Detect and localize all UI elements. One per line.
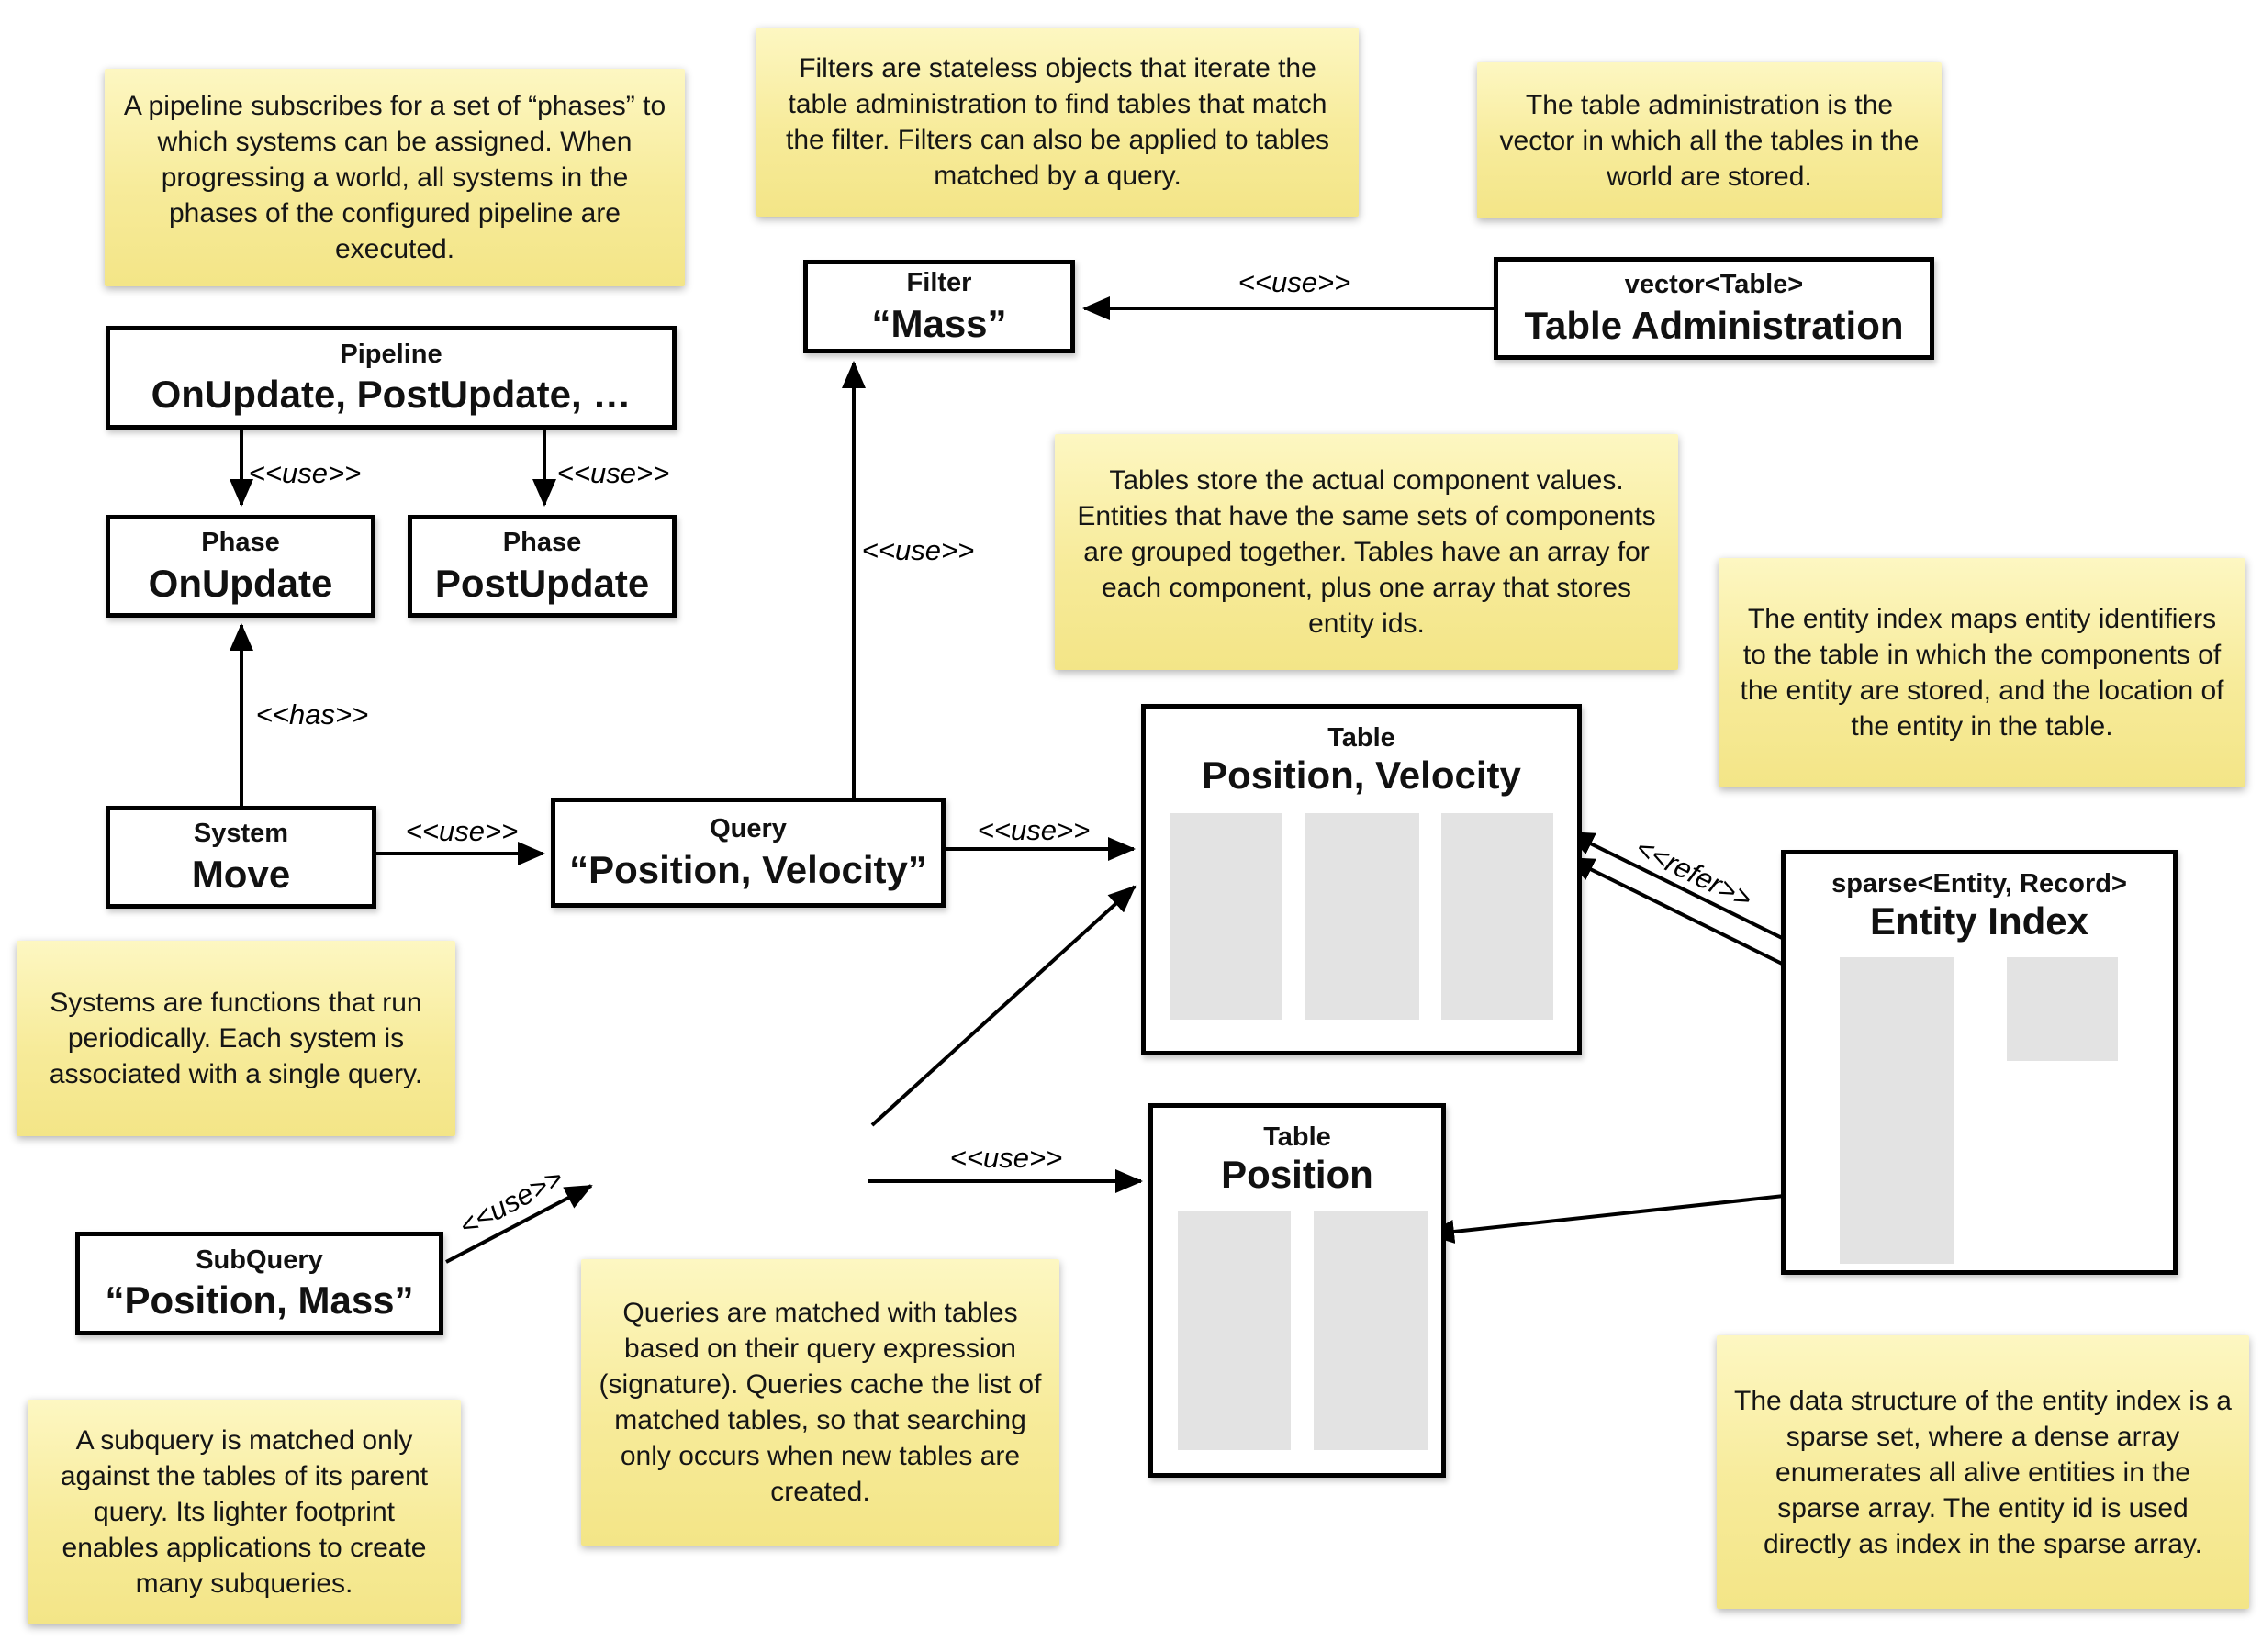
- filter-mass-box: Filter “Mass”: [803, 260, 1075, 353]
- note-tables-text: Tables store the actual component values…: [1077, 465, 1656, 639]
- query-position-velocity-label: “Position, Velocity”: [569, 847, 927, 891]
- use-label-pipeline-postupdate: <<use>>: [556, 457, 670, 489]
- note-entity-index: The entity index maps entity identifiers…: [1719, 558, 2245, 787]
- note-systems-text: Systems are functions that run periodica…: [49, 988, 423, 1089]
- system-move-stereotype: System: [193, 819, 289, 849]
- subquery-stereotype: SubQuery: [196, 1245, 323, 1275]
- phase-onupdate-label: OnUpdate: [148, 561, 333, 605]
- table-administration-label: Table Administration: [1524, 303, 1904, 347]
- table-position-velocity-stereotype: Table: [1327, 723, 1395, 753]
- phase-postupdate-label: PostUpdate: [434, 561, 650, 605]
- note-queries: Queries are matched with tables based on…: [581, 1259, 1059, 1546]
- sparse-array: [1840, 957, 1954, 1264]
- use-label-querypv-tablepv: <<use>>: [977, 814, 1091, 846]
- component-array-1: [1170, 813, 1282, 1020]
- edge-querypos-to-tablepv: [870, 885, 1137, 1127]
- component-array-1: [1178, 1211, 1291, 1450]
- note-pipeline-text: A pipeline subscribes for a set of “phas…: [123, 91, 666, 264]
- use-label-query-filter: <<use>>: [861, 534, 975, 566]
- note-systems: Systems are functions that run periodica…: [17, 941, 455, 1136]
- note-subquery-text: A subquery is matched only against the t…: [60, 1425, 429, 1599]
- note-table-administration: The table administration is the vector i…: [1477, 62, 1942, 218]
- component-array-2: [1314, 1211, 1428, 1450]
- has-label-system-phase: <<has>>: [255, 698, 369, 731]
- note-sparse-set-text: The data structure of the entity index i…: [1734, 1385, 2232, 1559]
- phase-postupdate-stereotype: Phase: [502, 528, 582, 558]
- component-array-3: [1441, 813, 1553, 1020]
- pipeline-box-label: OnUpdate, PostUpdate, …: [151, 373, 632, 417]
- note-pipeline: A pipeline subscribes for a set of “phas…: [105, 69, 685, 286]
- table-position-label: Position: [1221, 1153, 1373, 1197]
- dense-array: [2007, 957, 2118, 1061]
- use-label-tableadmin-filter: <<use>>: [1237, 266, 1351, 298]
- phase-postupdate-box: Phase PostUpdate: [408, 515, 677, 618]
- table-position-box: Table Position: [1148, 1103, 1446, 1478]
- note-subquery: A subquery is matched only against the t…: [28, 1400, 461, 1624]
- entity-index-label: Entity Index: [1869, 899, 2089, 943]
- use-label-pipeline-onupdate: <<use>>: [248, 457, 362, 489]
- table-position-velocity-label: Position, Velocity: [1202, 753, 1521, 798]
- filter-mass-label: “Mass”: [871, 301, 1007, 345]
- refer-label-entityindex: <<refer>>: [1630, 831, 1758, 916]
- note-filters: Filters are stateless objects that itera…: [756, 28, 1359, 217]
- use-label-subquery-querypos: <<use>>: [454, 1161, 569, 1243]
- system-move-label: Move: [191, 852, 291, 896]
- phase-onupdate-box: Phase OnUpdate: [106, 515, 375, 618]
- use-label-system-query: <<use>>: [405, 815, 519, 847]
- component-array-2: [1305, 813, 1419, 1020]
- table-administration-box: vector<Table> Table Administration: [1494, 257, 1934, 360]
- entity-index-box: sparse<Entity, Record> Entity Index: [1781, 850, 2178, 1275]
- table-position-velocity-box: Table Position, Velocity: [1141, 704, 1582, 1055]
- entity-index-stereotype: sparse<Entity, Record>: [1831, 869, 2127, 899]
- note-queries-text: Queries are matched with tables based on…: [599, 1298, 1042, 1507]
- table-position-stereotype: Table: [1263, 1122, 1331, 1152]
- query-position-velocity-box: Query “Position, Velocity”: [551, 798, 946, 908]
- subquery-label: “Position, Mass”: [105, 1278, 414, 1323]
- phase-onupdate-stereotype: Phase: [201, 528, 280, 558]
- query-position-velocity-stereotype: Query: [710, 814, 787, 844]
- pipeline-box: Pipeline OnUpdate, PostUpdate, …: [106, 326, 677, 430]
- note-entity-index-text: The entity index maps entity identifiers…: [1740, 604, 2224, 742]
- note-tables: Tables store the actual component values…: [1055, 434, 1678, 670]
- use-label-querypos-tablepos: <<use>>: [949, 1142, 1063, 1174]
- subquery-box: SubQuery “Position, Mass”: [75, 1232, 443, 1335]
- note-sparse-set: The data structure of the entity index i…: [1717, 1335, 2249, 1609]
- pipeline-box-stereotype: Pipeline: [340, 339, 442, 369]
- system-move-box: System Move: [106, 806, 376, 909]
- note-table-administration-text: The table administration is the vector i…: [1499, 89, 1920, 192]
- note-filters-text: Filters are stateless objects that itera…: [785, 53, 1329, 191]
- filter-mass-stereotype: Filter: [906, 268, 972, 298]
- table-administration-stereotype: vector<Table>: [1624, 270, 1804, 300]
